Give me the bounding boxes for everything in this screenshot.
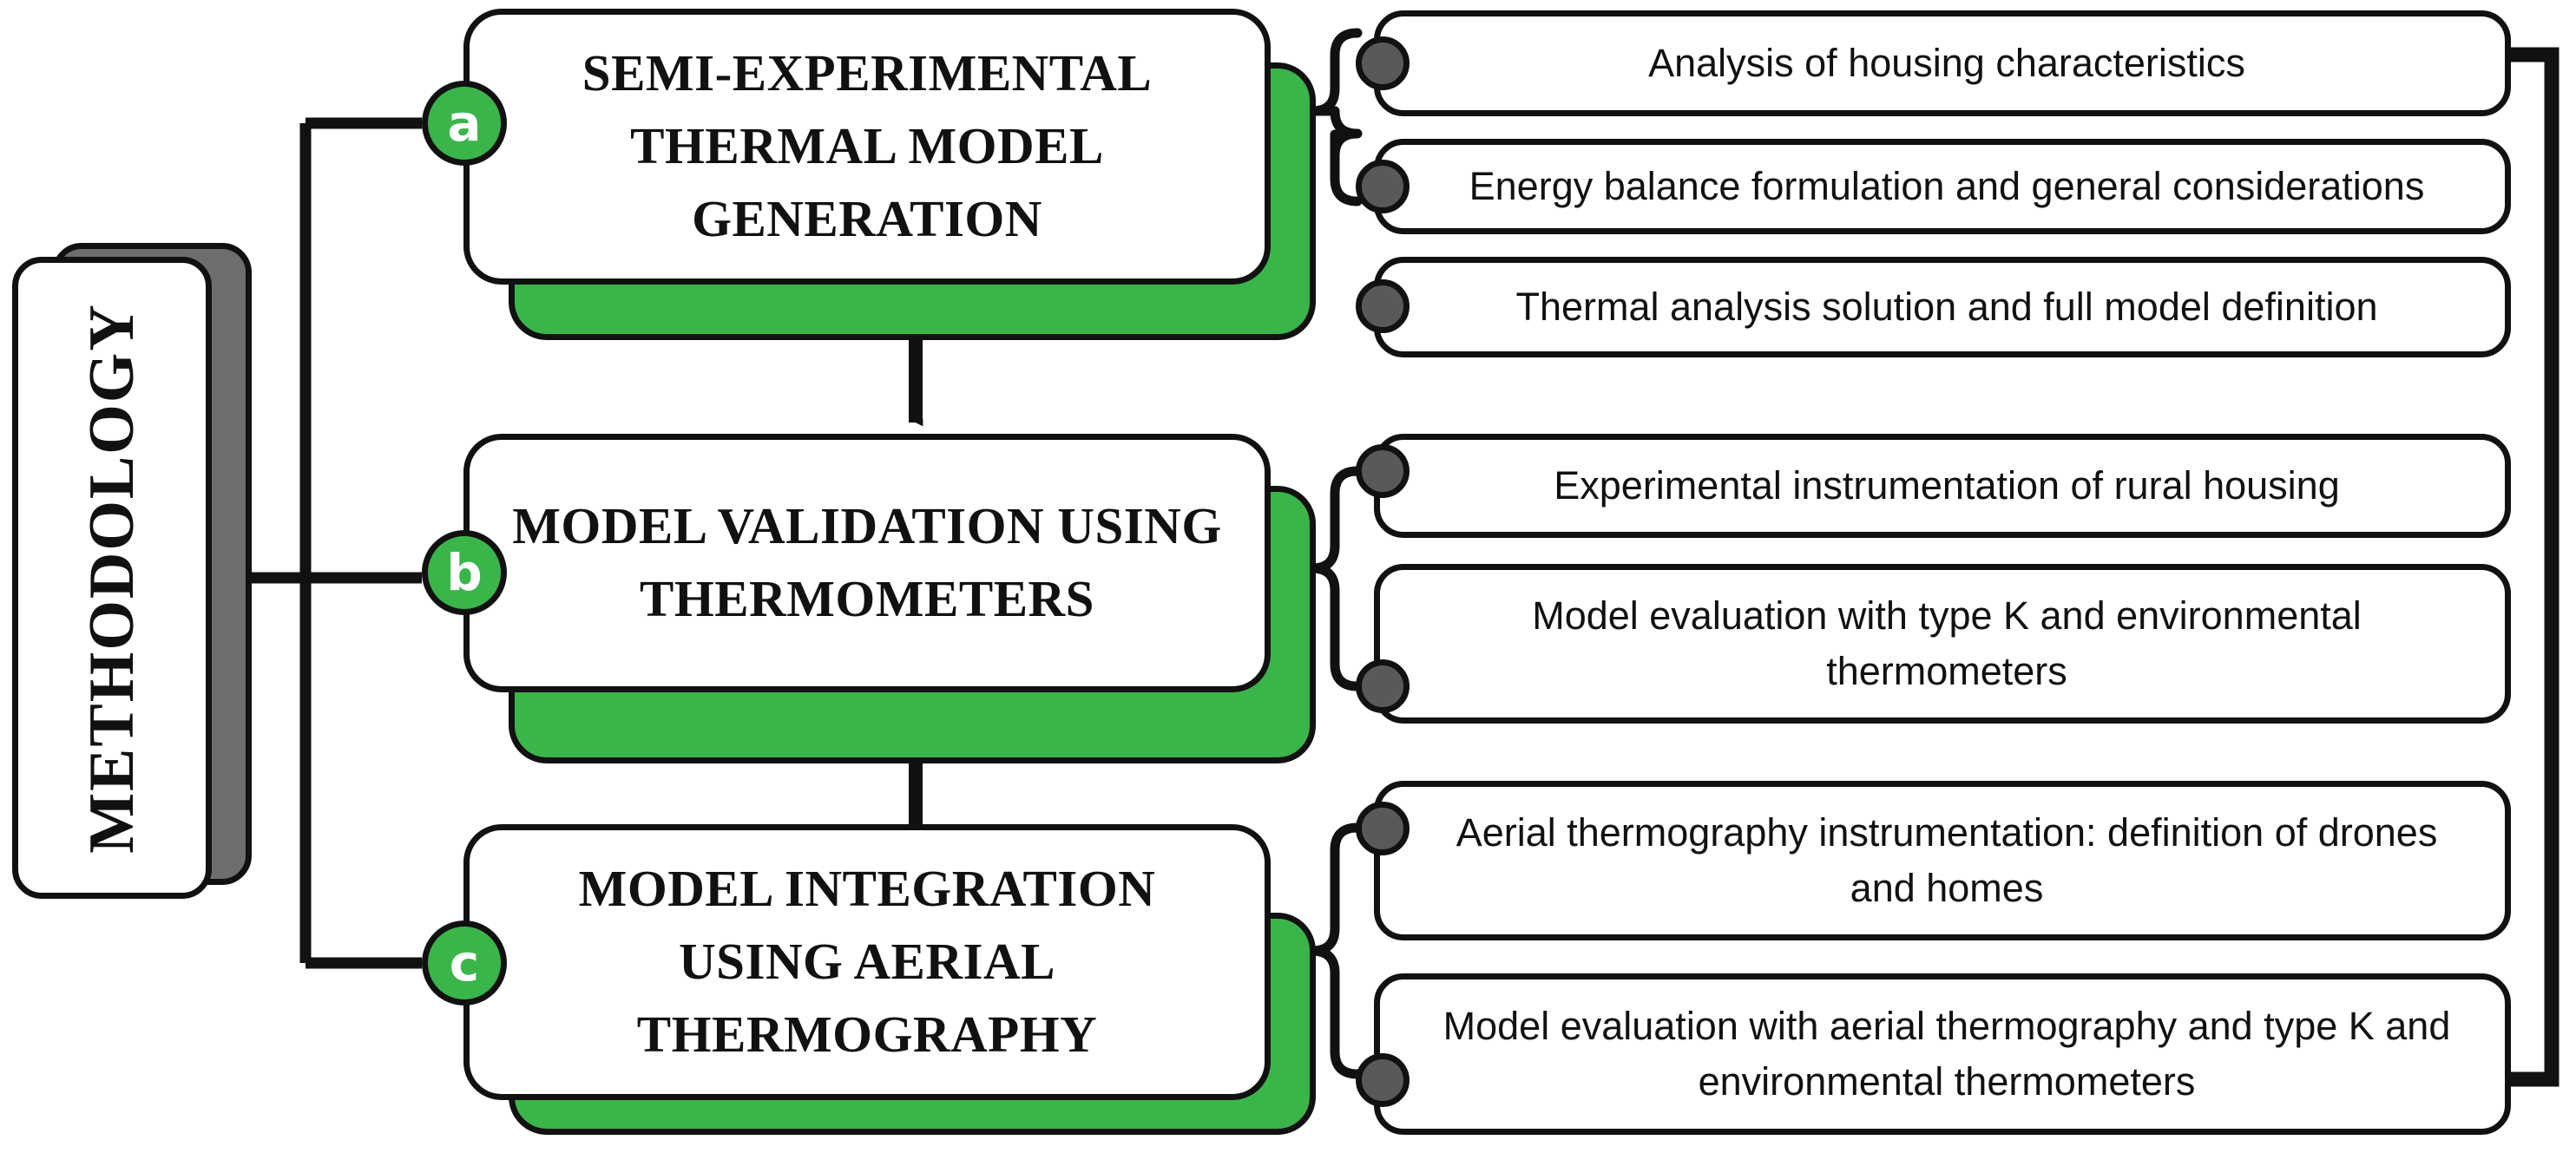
step-a-3-text: Thermal analysis solution and full model…	[1515, 285, 2378, 330]
brace-c-lower	[1307, 946, 1363, 1079]
step-a-3-node	[1356, 279, 1410, 333]
stage-c-card[interactable]: MODEL INTEGRATION USING AERIAL THERMOGRA…	[463, 824, 1271, 1100]
step-c-1[interactable]: Aerial thermography instrumentation: def…	[1374, 781, 2511, 940]
step-b-1-text: Experimental instrumentation of rural ho…	[1554, 463, 2340, 508]
step-a-2-node	[1356, 160, 1410, 213]
step-a-1-text: Analysis of housing characteristics	[1648, 41, 2245, 86]
brace-b-lower	[1307, 563, 1363, 691]
stage-b-badge-letter: b	[446, 543, 483, 602]
step-c-1-text: Aerial thermography instrumentation: def…	[1456, 810, 2438, 910]
step-c-2-text: Model evaluation with aerial thermograph…	[1442, 1004, 2451, 1104]
stage-a-badge[interactable]: a	[422, 81, 507, 166]
feedback-loop	[2500, 47, 2560, 1087]
step-b-1[interactable]: Experimental instrumentation of rural ho…	[1374, 434, 2511, 538]
step-b-2[interactable]: Model evaluation with type K and environ…	[1374, 564, 2511, 724]
step-a-2[interactable]: Energy balance formulation and general c…	[1374, 139, 2511, 234]
brace-a-lower	[1330, 129, 1363, 206]
stage-b-badge[interactable]: b	[422, 530, 507, 615]
step-c-2-node	[1356, 1053, 1410, 1107]
stage-b-title: MODEL VALIDATION USING THERMOMETERS	[512, 497, 1222, 627]
stage-c-title: MODEL INTEGRATION USING AERIAL THERMOGRA…	[578, 860, 1156, 1063]
step-a-1[interactable]: Analysis of housing characteristics	[1374, 10, 2511, 116]
brace-a-upper	[1307, 28, 1363, 116]
methodology-box[interactable]: METHODOLOGY	[12, 257, 212, 899]
step-c-2[interactable]: Model evaluation with aerial thermograph…	[1374, 973, 2511, 1135]
step-b-1-node	[1356, 444, 1410, 498]
stage-a-badge-letter: a	[447, 94, 482, 153]
methodology-label: METHODOLOGY	[76, 302, 148, 854]
stage-c-badge-letter: c	[449, 934, 480, 992]
stage-b-card[interactable]: MODEL VALIDATION USING THERMOMETERS	[463, 434, 1271, 692]
stage-a-card[interactable]: SEMI-EXPERIMENTAL THERMAL MODEL GENERATI…	[463, 9, 1271, 285]
step-b-2-node	[1356, 659, 1410, 713]
stage-a-title: SEMI-EXPERIMENTAL THERMAL MODEL GENERATI…	[582, 44, 1153, 247]
step-c-1-node	[1356, 802, 1410, 855]
step-b-2-text: Model evaluation with type K and environ…	[1532, 593, 2362, 693]
step-a-1-node	[1356, 36, 1410, 90]
stage-c-badge[interactable]: c	[422, 920, 507, 1006]
brace-c-upper	[1307, 822, 1363, 956]
step-a-2-text: Energy balance formulation and general c…	[1469, 164, 2425, 209]
brace-b-upper	[1307, 466, 1363, 573]
step-a-3[interactable]: Thermal analysis solution and full model…	[1374, 257, 2511, 357]
